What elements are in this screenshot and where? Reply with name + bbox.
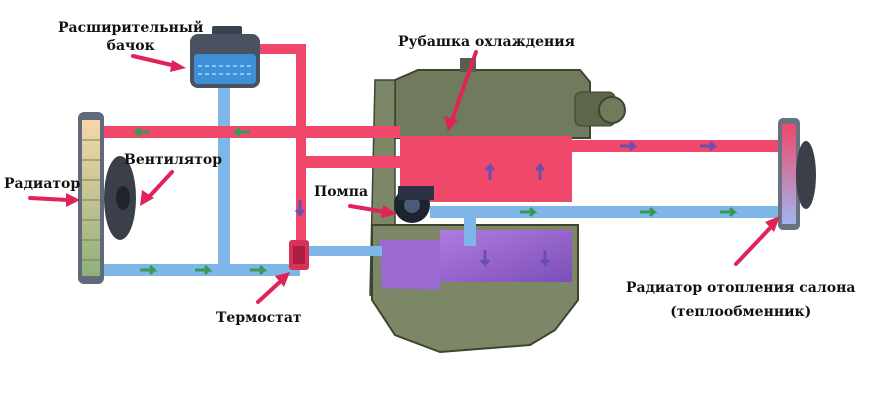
pump-label: Помпа [314,184,369,200]
expansion-tank [190,26,260,88]
expansion-tank-label-line1: Расширительный [58,20,204,36]
flow-arrows [132,126,738,276]
thermostat-label: Термостат [216,310,302,326]
thermostat [289,240,309,270]
cabin-heater-label: Радиатор отопления салона (теплообменник… [626,280,855,321]
radiator [78,112,104,284]
engine-block [369,58,626,354]
cabin-heater [778,118,816,230]
fan-label: Вентилятор [124,152,223,168]
expansion-tank-label: Расширительный бачок [58,20,203,55]
fan [104,156,136,240]
expansion-tank-label-line2: бачок [106,37,155,54]
cabin-heater-label-line1: Радиатор отопления салона [626,280,856,296]
radiator-label: Радиатор [4,176,81,192]
label-arrows [28,50,780,304]
cabin-heater-label-line2: (теплообменник) [670,303,812,320]
cooling-jacket-label: Рубашка охлаждения [398,34,575,50]
